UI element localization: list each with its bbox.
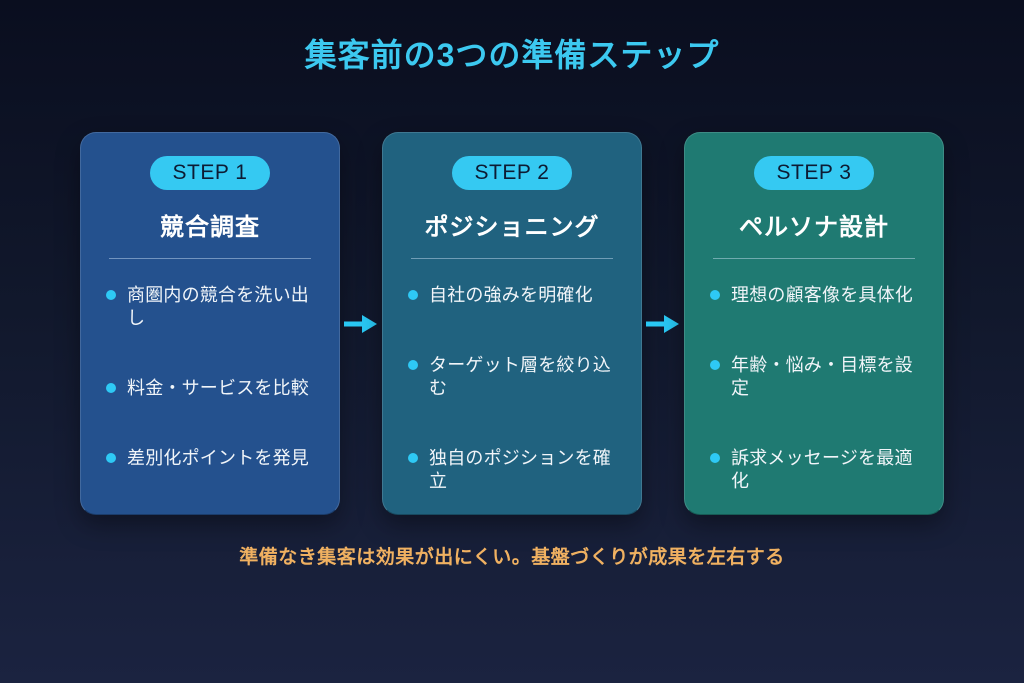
- list-item: 差別化ポイントを発見: [106, 447, 323, 470]
- list-item: 理想の顧客像を具体化: [710, 284, 927, 307]
- bullet-dot-icon: [408, 360, 418, 370]
- step-1-badge: STEP 1: [150, 156, 270, 190]
- divider: [411, 258, 613, 259]
- bullet-dot-icon: [408, 453, 418, 463]
- page-title: 集客前の3つの準備ステップ: [304, 37, 720, 73]
- list-item: 年齢・悩み・目標を設定: [710, 354, 927, 400]
- step-3-title: ペルソナ設計: [739, 214, 889, 241]
- list-item-label: 商圏内の競合を洗い出し: [127, 285, 309, 328]
- step-3-item-list: 理想の顧客像を具体化 年齢・悩み・目標を設定 訴求メッセージを最適化: [685, 284, 943, 493]
- bullet-dot-icon: [408, 290, 418, 300]
- step-card-3: STEP 3 ペルソナ設計 理想の顧客像を具体化 年齢・悩み・目標を設定 訴求メ…: [684, 132, 944, 515]
- list-item-label: 理想の顧客像を具体化: [731, 285, 913, 305]
- bullet-dot-icon: [106, 453, 116, 463]
- step-card-2: STEP 2 ポジショニング 自社の強みを明確化 ターゲット層を絞り込む 独自の…: [382, 132, 642, 515]
- step-2-title: ポジショニング: [424, 214, 600, 241]
- arrow-right-icon: [646, 314, 679, 333]
- footer-note: 準備なき集客は効果が出にくい。基盤づくりが成果を左右する: [239, 547, 785, 568]
- arrow-cell: [642, 132, 684, 515]
- bullet-dot-icon: [710, 290, 720, 300]
- divider: [109, 258, 311, 259]
- arrow-right-icon: [344, 314, 377, 333]
- list-item: 訴求メッセージを最適化: [710, 447, 927, 493]
- bullet-dot-icon: [106, 383, 116, 393]
- step-card-1: STEP 1 競合調査 商圏内の競合を洗い出し 料金・サービスを比較 差別化ポイ…: [80, 132, 340, 515]
- step-3-badge: STEP 3: [754, 156, 874, 190]
- list-item-label: ターゲット層を絞り込む: [429, 355, 611, 398]
- step-1-item-list: 商圏内の競合を洗い出し 料金・サービスを比較 差別化ポイントを発見: [81, 284, 339, 470]
- list-item-label: 独自のポジションを確立: [429, 448, 611, 491]
- list-item: 料金・サービスを比較: [106, 377, 323, 400]
- list-item: 商圏内の競合を洗い出し: [106, 284, 323, 330]
- steps-row: STEP 1 競合調査 商圏内の競合を洗い出し 料金・サービスを比較 差別化ポイ…: [80, 132, 944, 515]
- list-item-label: 差別化ポイントを発見: [127, 448, 309, 468]
- step-1-title: 競合調査: [160, 214, 260, 241]
- arrow-cell: [340, 132, 382, 515]
- list-item: 自社の強みを明確化: [408, 284, 625, 307]
- list-item: ターゲット層を絞り込む: [408, 354, 625, 400]
- list-item-label: 年齢・悩み・目標を設定: [731, 355, 913, 398]
- list-item-label: 訴求メッセージを最適化: [731, 448, 913, 491]
- bullet-dot-icon: [106, 290, 116, 300]
- step-2-item-list: 自社の強みを明確化 ターゲット層を絞り込む 独自のポジションを確立: [383, 284, 641, 493]
- bullet-dot-icon: [710, 360, 720, 370]
- bullet-dot-icon: [710, 453, 720, 463]
- list-item-label: 料金・サービスを比較: [127, 378, 309, 398]
- list-item-label: 自社の強みを明確化: [429, 285, 593, 305]
- divider: [713, 258, 915, 259]
- list-item: 独自のポジションを確立: [408, 447, 625, 493]
- step-2-badge: STEP 2: [452, 156, 572, 190]
